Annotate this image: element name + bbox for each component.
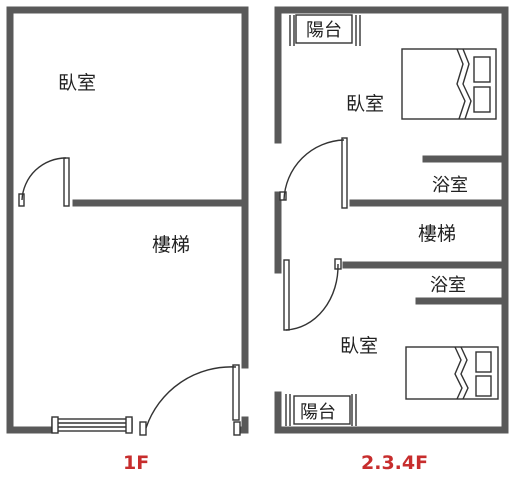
door-swing-icon bbox=[145, 364, 240, 429]
bathroom-bottom-label: 浴室 bbox=[430, 275, 466, 296]
balcony-bottom bbox=[285, 394, 357, 426]
floor-1-plan: 臥室 樓梯 1F bbox=[6, 6, 249, 474]
floor-1-bedroom-label: 臥室 bbox=[58, 72, 96, 94]
door-swing-icon bbox=[283, 258, 342, 331]
floor-1-label: 1F bbox=[123, 452, 149, 474]
floor-234-outer-wall bbox=[274, 6, 509, 434]
floor-234-label: 2.3.4F bbox=[361, 452, 428, 474]
balcony-top bbox=[289, 14, 361, 46]
balcony-bottom-label: 陽台 bbox=[300, 402, 336, 423]
door-swing-icon bbox=[18, 157, 70, 207]
window-icon bbox=[51, 416, 133, 434]
door-jamb bbox=[233, 421, 241, 436]
floor-1-outer-wall bbox=[6, 6, 249, 434]
bed-icon bbox=[405, 346, 499, 400]
door-swing-icon bbox=[279, 137, 348, 209]
floor-234-stairs-label: 樓梯 bbox=[418, 223, 456, 245]
bedroom-top-label: 臥室 bbox=[346, 93, 384, 115]
floor-234-plan: 陽台 陽台 bbox=[274, 6, 509, 474]
balcony-top-label: 陽台 bbox=[306, 20, 342, 41]
bed-icon bbox=[401, 48, 497, 120]
bedroom-bottom-label: 臥室 bbox=[340, 335, 378, 357]
door-jamb bbox=[139, 421, 147, 436]
bathroom-top-label: 浴室 bbox=[432, 175, 468, 196]
floor-1-stairs-label: 樓梯 bbox=[152, 234, 190, 256]
